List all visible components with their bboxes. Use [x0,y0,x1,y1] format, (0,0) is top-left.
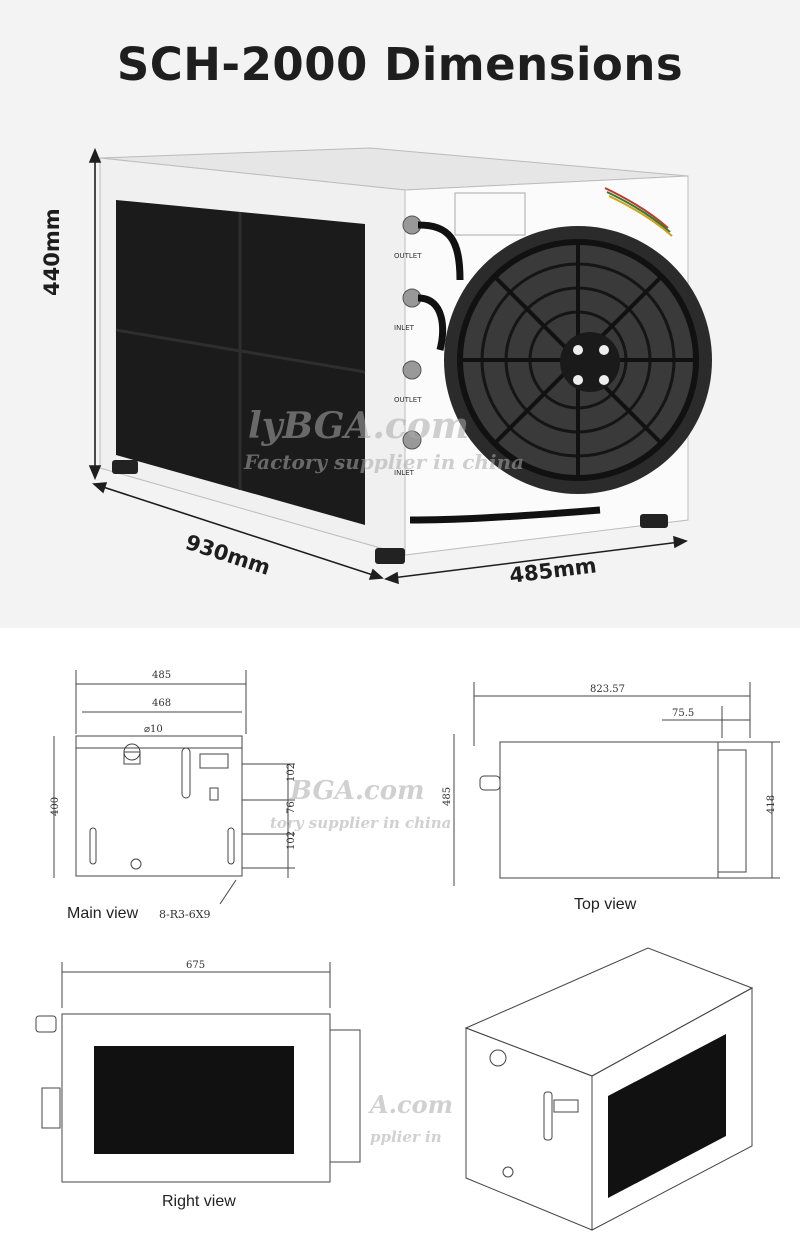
main-dim-400: 400 [50,797,61,816]
drawing-watermark-tagline-2: pplier in [370,1128,442,1146]
main-dim-102-bottom: 102 [286,831,297,850]
height-dimension-line [88,147,102,481]
top-view-drawing: 823.57 75.5 485 418 [442,682,780,886]
main-dim-diameter: ⌀10 [144,724,163,735]
main-dim-102-top: 102 [286,763,297,782]
height-label: 440mm [40,208,64,296]
chiller-photo: OUTLET INLET OUTLET INLET [88,147,712,585]
panel-label-1: INLET [394,324,415,332]
right-view-drawing: 675 [35,960,361,1183]
top-dim-823: 823.57 [590,684,625,695]
top-view-label: Top view [574,896,637,913]
technical-drawings-section: 485 468 ⌀10 400 102 76 102 Main view 8-R… [0,628,800,1244]
main-screw-note: 8-R3-6X9 [159,908,211,921]
main-dim-485: 485 [152,670,171,681]
length-dimension-line [92,482,384,580]
product-photo-section: SCH-2000 Dimensions [0,0,800,628]
main-view-label: Main view [67,905,139,922]
top-dim-418: 418 [766,795,777,814]
main-view-drawing: 485 468 ⌀10 400 102 76 102 [50,670,297,905]
isometric-drawing [464,947,754,1231]
page-title: SCH-2000 Dimensions [116,38,684,91]
drawing-watermark-tagline: tory supplier in china [270,814,452,832]
main-dim-468: 468 [152,698,171,709]
drawing-watermark-brand-2: A.com [370,1090,453,1119]
watermark-tagline: Factory supplier in china [244,450,525,474]
top-dim-485: 485 [442,787,453,806]
width-dimension-line [384,535,688,585]
panel-label-3: INLET [394,469,415,477]
panel-label-0: OUTLET [394,252,422,260]
watermark-brand: lyBGA.com [248,405,469,447]
drawing-watermark-brand: BGA.com [290,776,425,806]
right-view-label: Right view [162,1193,236,1210]
panel-label-2: OUTLET [394,396,422,404]
top-dim-75: 75.5 [672,708,694,719]
main-dim-76: 76 [286,801,297,814]
right-dim-675: 675 [186,960,205,971]
